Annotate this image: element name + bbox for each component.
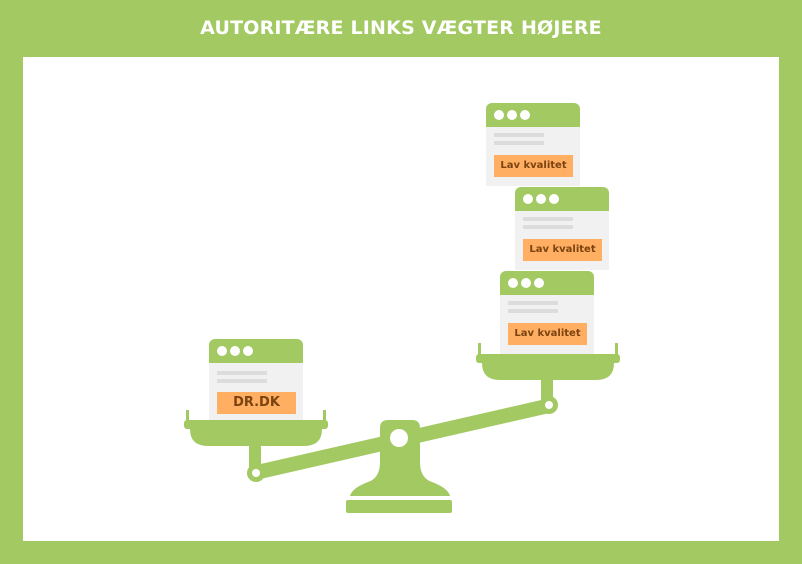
browser-window-icon: Lav kvalitet [500, 271, 594, 354]
site-label-low-quality: Lav kvalitet [523, 239, 602, 261]
browser-window-icon: Lav kvalitet [486, 103, 580, 186]
site-label-low-quality: Lav kvalitet [494, 155, 573, 177]
page-title: AUTORITÆRE LINKS VÆGTER HØJERE [200, 17, 602, 39]
site-label-low-quality: Lav kvalitet [508, 323, 587, 345]
scale-base [346, 500, 452, 513]
browser-window-icon: Lav kvalitet [515, 187, 609, 270]
scale-stand [350, 420, 450, 496]
right-pan [482, 363, 614, 380]
site-label-authority: DR.DK [217, 392, 296, 414]
browser-window-icon: DR.DK [209, 339, 303, 420]
left-pan [190, 429, 322, 446]
